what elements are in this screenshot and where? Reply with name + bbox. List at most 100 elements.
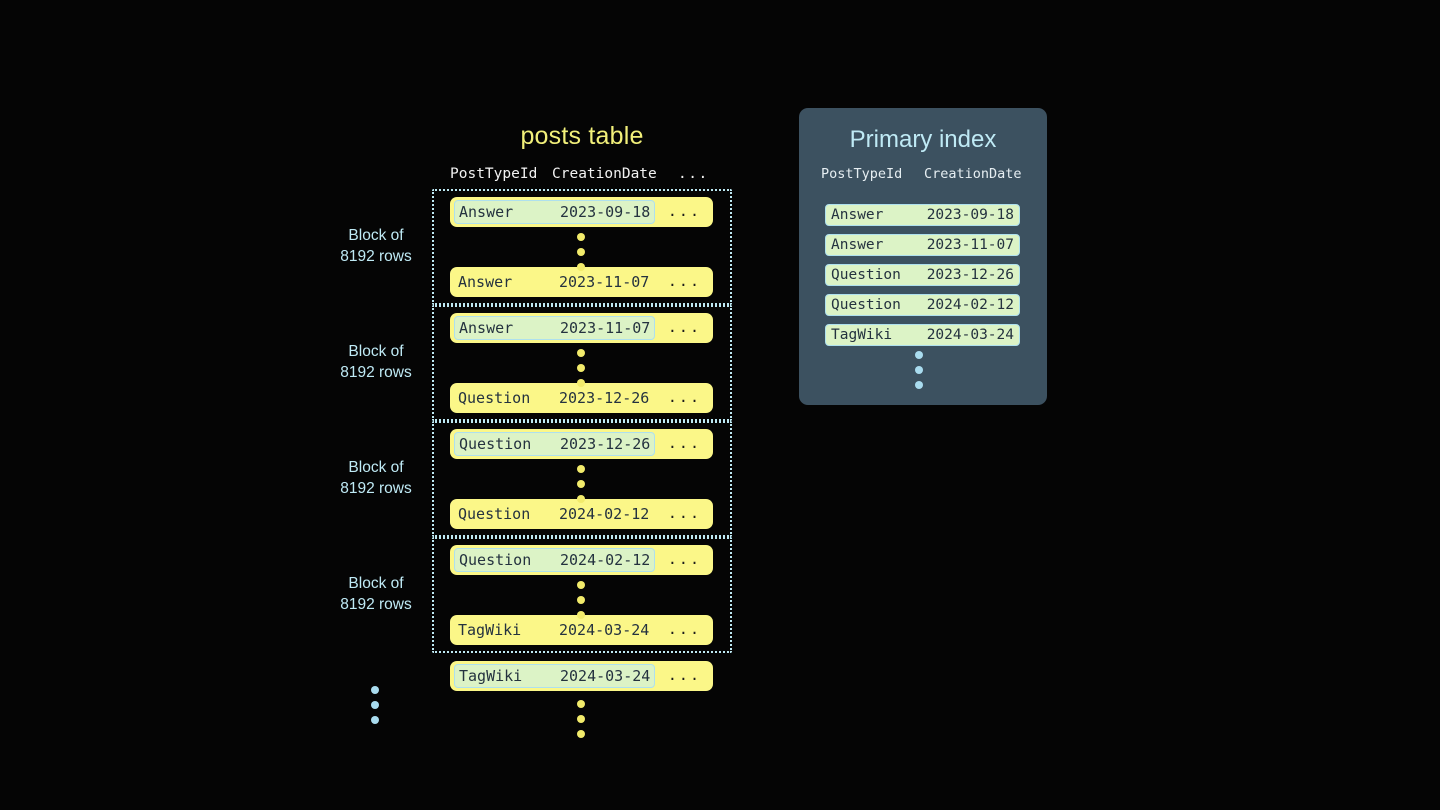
cell-posttypeid: TagWiki [459,667,523,685]
block-of-rows [432,537,732,653]
table-row: Question 2024-02-12... [450,499,713,529]
column-header-creationdate: CreationDate [552,166,657,182]
cell-creationdate: 2023-12-26 [560,435,651,453]
cell-posttypeid: Answer [458,273,513,291]
primary-index-trailing-dots [915,351,925,396]
primary-index-panel: Primary index PostTypeId CreationDate An… [799,108,1047,405]
cell-ellipsis: ... [667,550,701,568]
table-row: Answer 2023-09-18... [450,197,713,227]
index-cell-creationdate: 2024-03-24 [926,327,1014,343]
cell-creationdate: 2023-12-26 [559,389,650,407]
row-key-highlight: Answer 2023-09-18 [454,200,656,224]
block-label-line2: 8192 rows [340,248,412,265]
block-label-line1: Block of [348,459,404,476]
cell-ellipsis: ... [667,272,701,290]
index-row: Answer 2023-09-18 [825,204,1020,226]
row-key-highlight: Question 2023-12-26 [454,432,656,456]
row-key-cells: Question 2023-12-26 [454,386,653,410]
block-label: Block of 8192 rows [316,573,436,615]
index-cell-posttypeid: TagWiki [831,327,893,343]
cell-posttypeid: Question [459,435,532,453]
index-cell-posttypeid: Answer [831,237,884,253]
index-column-header-posttypeid: PostTypeId [821,166,903,182]
cell-posttypeid: Answer [459,203,514,221]
dot [577,581,585,589]
index-cell-posttypeid: Answer [831,207,884,223]
row-ellipsis-dots [577,349,587,394]
dot [577,248,585,256]
block-label: Block of 8192 rows [316,457,436,499]
index-cell-creationdate: 2023-12-26 [926,267,1014,283]
dot [577,233,585,241]
dot [915,351,923,359]
dot [577,596,585,604]
row-key-cells: Question 2024-02-12 [454,502,653,526]
block-label-line2: 8192 rows [340,596,412,613]
table-row: Answer 2023-11-07... [450,267,713,297]
dot [577,480,585,488]
index-cell-posttypeid: Question [831,297,901,313]
cell-creationdate: 2024-03-24 [560,667,651,685]
index-cell-creationdate: 2023-09-18 [926,207,1014,223]
index-row: TagWiki 2024-03-24 [825,324,1020,346]
index-column-header-creationdate: CreationDate [924,166,1022,182]
cell-creationdate: 2024-02-12 [560,551,651,569]
posts-table-title: posts table [520,122,644,150]
block-label-line1: Block of [348,343,404,360]
primary-index-column-headers: PostTypeId CreationDate [799,166,1047,186]
column-header-posttypeid: PostTypeId [450,166,538,182]
cell-creationdate: 2024-02-12 [559,505,650,523]
cell-creationdate: 2024-03-24 [559,621,650,639]
block-label-line2: 8192 rows [340,480,412,497]
table-row: Answer 2023-11-07... [450,313,713,343]
block-trailing-dots [371,686,381,731]
dot [371,686,379,694]
block-label: Block of 8192 rows [316,341,436,383]
dot [577,611,585,619]
cell-creationdate: 2023-09-18 [560,203,651,221]
cell-ellipsis: ... [667,202,701,220]
block-label-line1: Block of [348,575,404,592]
posts-table-column-headers: PostTypeId CreationDate ... [432,166,732,186]
index-cell-creationdate: 2024-02-12 [926,297,1014,313]
cell-posttypeid: Answer [459,319,514,337]
cell-creationdate: 2023-11-07 [560,319,651,337]
cell-creationdate: 2023-11-07 [559,273,650,291]
row-key-highlight: Answer 2023-11-07 [454,316,656,340]
cell-posttypeid: Question [458,389,531,407]
block-label-line2: 8192 rows [340,364,412,381]
row-key-highlight: TagWiki 2024-03-24 [454,664,656,688]
cell-ellipsis: ... [667,504,701,522]
block-of-rows [432,421,732,537]
cell-posttypeid: Question [458,505,531,523]
table-row: Question 2023-12-26... [450,383,713,413]
dot [371,701,379,709]
primary-index-title: Primary index [849,126,997,153]
cell-ellipsis: ... [667,318,701,336]
row-ellipsis-dots [577,465,587,510]
row-ellipsis-dots [577,581,587,626]
row-ellipsis-dots [577,233,587,278]
dot [577,465,585,473]
dot [371,716,379,724]
dot [577,349,585,357]
dot [577,379,585,387]
dot [915,381,923,389]
index-row: Question 2024-02-12 [825,294,1020,316]
block-of-rows [432,189,732,305]
row-key-cells: Answer 2023-11-07 [454,270,653,294]
cell-ellipsis: ... [667,388,701,406]
dot [577,715,585,723]
dot [577,700,585,708]
block-of-rows [432,305,732,421]
dot [915,366,923,374]
